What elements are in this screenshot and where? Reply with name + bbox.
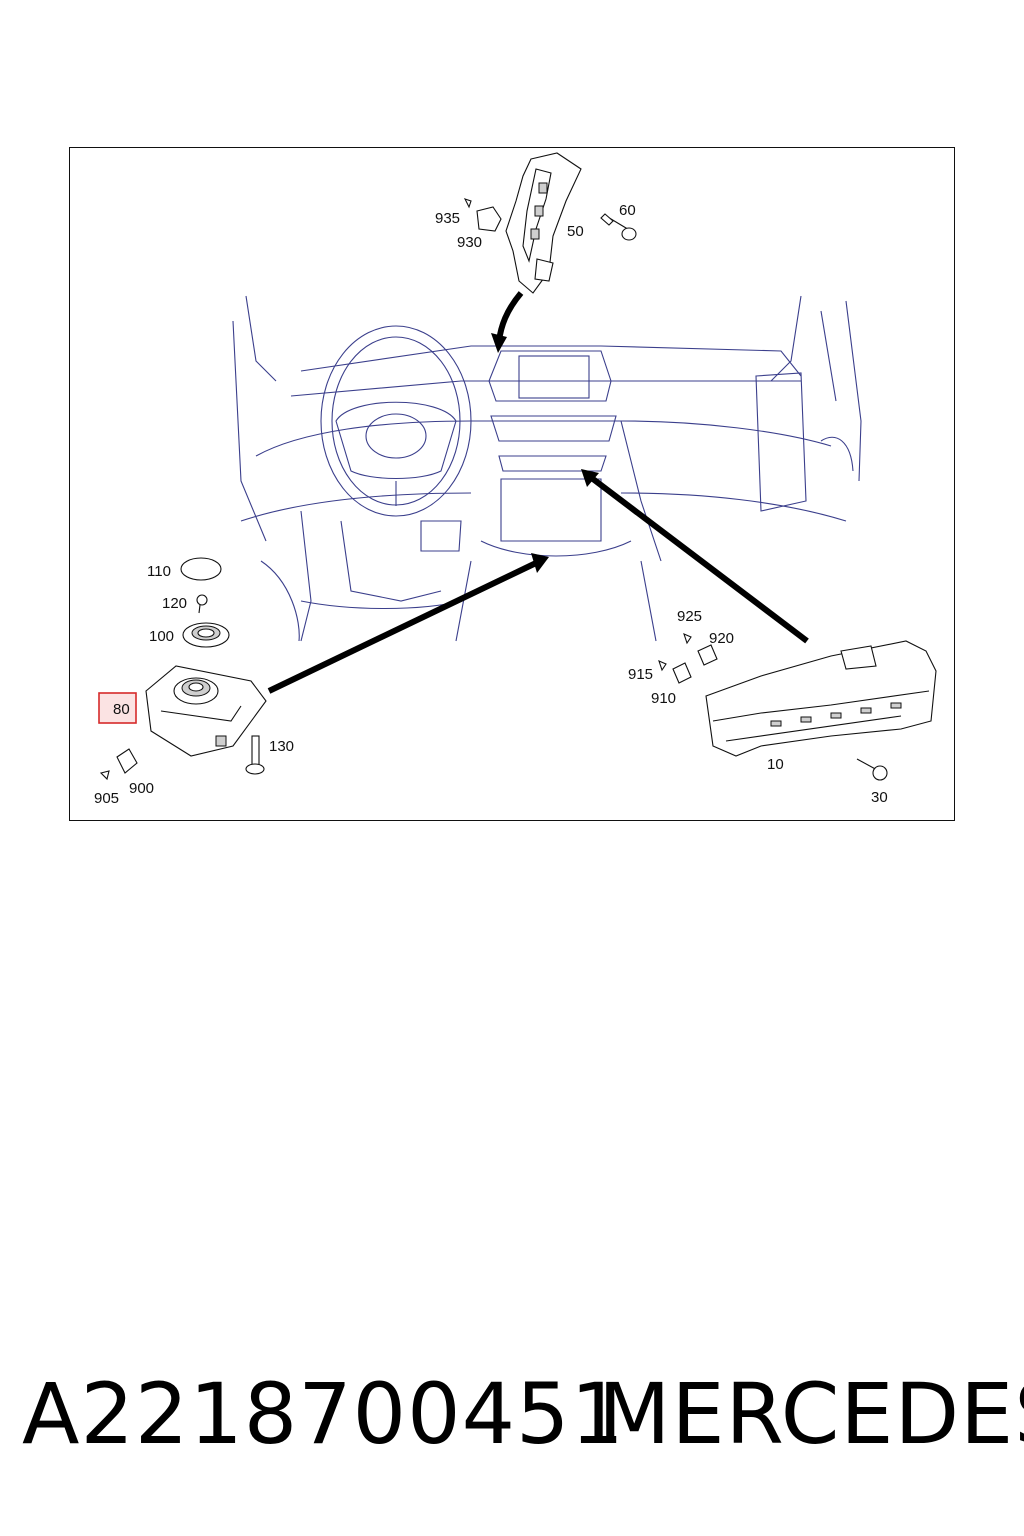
part-100-knob <box>182 622 230 648</box>
part-10-control-panel <box>705 640 937 757</box>
part-50-switch-panel <box>505 152 582 294</box>
part-130-bolt <box>245 735 265 775</box>
parts-diagram: 935 930 50 60 110 120 100 80 130 905 900… <box>94 152 937 807</box>
callout-130: 130 <box>269 738 294 755</box>
callout-900: 900 <box>129 780 154 797</box>
part-80-controller <box>145 665 267 757</box>
brand-name: MERCEDES <box>598 1365 1024 1463</box>
callout-80: 80 <box>113 701 130 718</box>
part-number: A2218700451 <box>22 1365 625 1463</box>
callout-50: 50 <box>567 223 584 240</box>
part-910-clip <box>658 660 692 684</box>
dashboard-outline <box>232 295 862 642</box>
callout-915: 915 <box>628 666 653 683</box>
callout-labels: 935 930 50 60 110 120 100 80 130 905 900… <box>94 202 888 807</box>
part-110-cap <box>180 557 222 581</box>
callout-30: 30 <box>871 789 888 806</box>
steering-wheel <box>320 325 472 517</box>
part-900-clip <box>99 748 138 781</box>
callout-910: 910 <box>651 690 676 707</box>
callout-920: 920 <box>709 630 734 647</box>
part-120-screw <box>196 594 208 614</box>
callout-905: 905 <box>94 790 119 807</box>
callout-80-highlight <box>98 692 137 724</box>
part-920-clip <box>683 633 718 666</box>
callout-100: 100 <box>149 628 174 645</box>
part-30-screw <box>856 758 888 781</box>
callout-60: 60 <box>619 202 636 219</box>
leader-arrows <box>267 291 809 694</box>
diagram-frame: 935 930 50 60 110 120 100 80 130 905 900… <box>69 147 955 821</box>
callout-925: 925 <box>677 608 702 625</box>
callout-10: 10 <box>767 756 784 773</box>
callout-120: 120 <box>162 595 187 612</box>
part-60-screw <box>600 213 637 241</box>
callout-935: 935 <box>435 210 460 227</box>
part-930-clip <box>463 198 502 232</box>
callout-930: 930 <box>457 234 482 251</box>
callout-110: 110 <box>147 563 171 580</box>
